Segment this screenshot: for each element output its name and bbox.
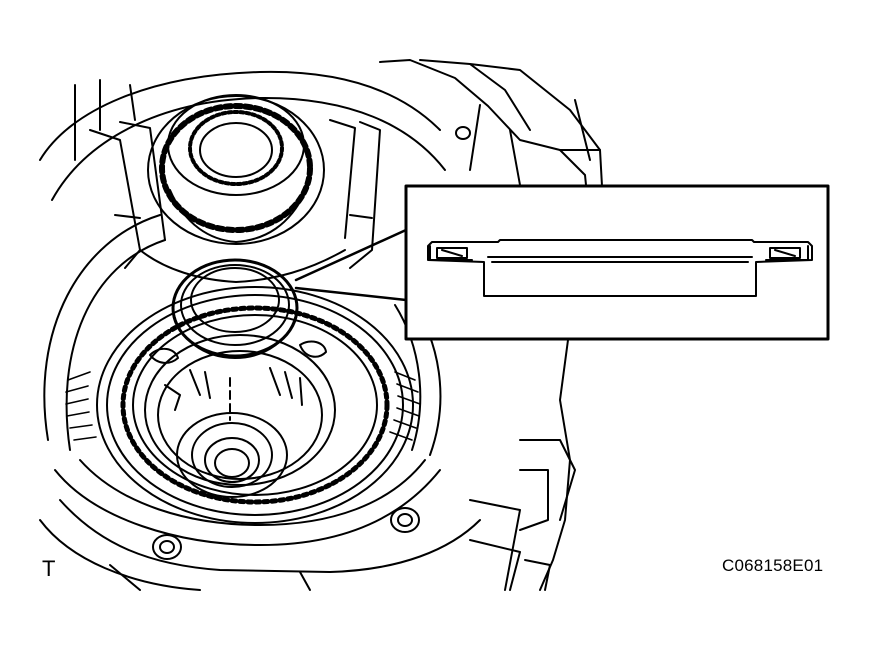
gear-support-frame — [89, 119, 381, 283]
clutch-plates — [65, 371, 421, 441]
figure-code-label: C068158E01 — [722, 556, 824, 575]
ring-gear — [96, 286, 414, 524]
corner-mark-label: T — [42, 556, 56, 581]
sun-gear-hub — [176, 412, 288, 498]
helical-gear — [147, 94, 325, 245]
seal-ring — [171, 258, 299, 359]
callout-leader — [294, 228, 408, 302]
callout-box — [404, 184, 830, 341]
planet-carrier — [144, 334, 336, 486]
